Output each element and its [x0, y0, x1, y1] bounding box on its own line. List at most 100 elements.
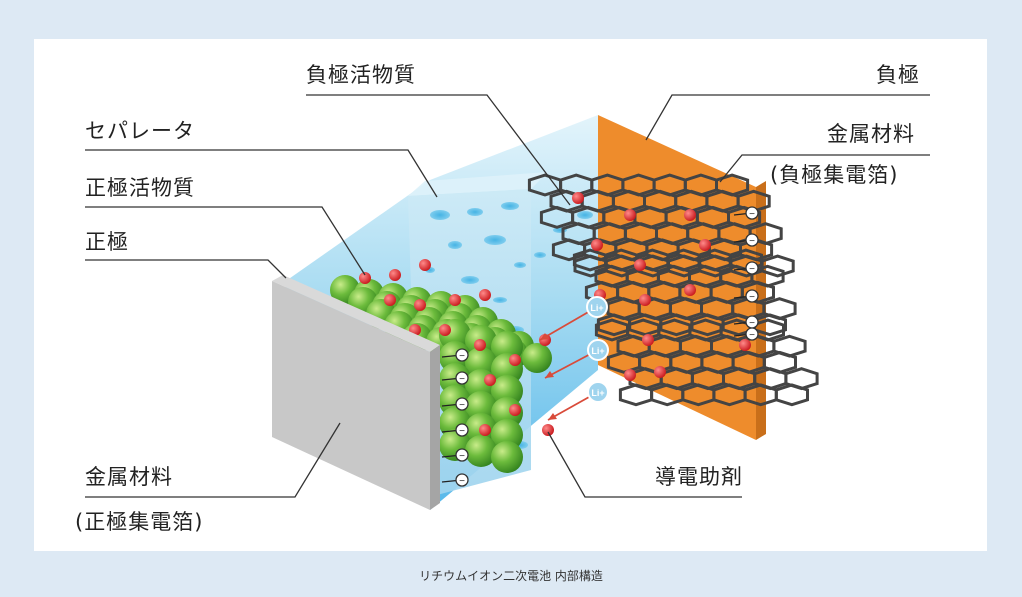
leader-separator [85, 149, 438, 198]
electron-symbol: − [459, 426, 465, 437]
electron-symbol: − [459, 374, 465, 385]
label-separator: セパレータ [85, 119, 195, 143]
conductive-dot [684, 284, 696, 296]
conductive-dot [684, 209, 696, 221]
conductive-dot [439, 324, 451, 336]
conductive-dot [449, 294, 461, 306]
lithium-ion-label: Li+ [590, 303, 603, 313]
positive-collector-top [272, 275, 440, 352]
label-negative-current-collector: (負極集電箔) [770, 163, 899, 187]
electron-symbol: − [749, 264, 755, 275]
active-material-sphere [491, 375, 523, 407]
figure-caption: リチウムイオン二次電池 内部構造 [419, 569, 603, 583]
conductive-dot [739, 339, 751, 351]
conductive-dot [479, 289, 491, 301]
negative-collector-front [598, 115, 756, 440]
active-material-sphere [491, 441, 523, 473]
conductive-dot [509, 354, 521, 366]
electron [745, 206, 759, 220]
active-material-sphere [491, 419, 523, 451]
separator-pore [493, 297, 507, 303]
leader-conductive-additive [547, 431, 742, 498]
separator-pore [484, 235, 506, 245]
conductive-dot [591, 239, 603, 251]
electron-symbol: − [459, 451, 465, 462]
conductive-dot [474, 339, 486, 351]
electron-symbol: − [749, 330, 755, 341]
conductive-dot [624, 369, 636, 381]
separator-pore [514, 262, 526, 268]
separator-pore [577, 211, 593, 219]
conductive-dot [389, 269, 401, 281]
graphite-hexagon [618, 383, 654, 407]
label-negative-active-material: 負極活物質 [306, 63, 416, 87]
label-negative-electrode: 負極 [876, 63, 920, 87]
electron-symbol: − [749, 236, 755, 247]
positive-collector-edge [430, 345, 440, 510]
leader-metal-pos [85, 422, 341, 498]
electron [455, 423, 469, 437]
label-positive-current-collector: (正極集電箔) [75, 510, 204, 534]
electron [455, 448, 469, 462]
active-material-sphere [522, 343, 552, 373]
conductive-dot [539, 334, 551, 346]
conductive-dot [384, 294, 396, 306]
leader-negative-electrode [645, 94, 930, 141]
electron [745, 233, 759, 247]
electron-symbol: − [459, 400, 465, 411]
electron [745, 261, 759, 275]
leader-lines [85, 94, 930, 498]
active-material-sphere [465, 347, 497, 379]
conductive-dot [699, 239, 711, 251]
conductive-dot [639, 294, 651, 306]
electron [745, 289, 759, 303]
lithium-ion-label: Li+ [591, 388, 604, 398]
separator-pore [501, 202, 519, 210]
electrons: −−−−−−−−−−−− [441, 206, 759, 487]
graphite-hexagon [774, 383, 809, 407]
active-material-sphere [465, 435, 497, 467]
electron-symbol: − [749, 318, 755, 329]
separator-top [408, 172, 548, 196]
conductive-dot [509, 404, 521, 416]
electron [745, 327, 759, 341]
separator-pore [430, 210, 450, 220]
label-metal-material-positive: 金属材料 [85, 465, 173, 489]
lithium-ion [586, 296, 608, 318]
conductive-dot [542, 424, 554, 436]
leader-metal-neg [719, 154, 930, 183]
conductive-dot [654, 366, 666, 378]
leader-positive-electrode [85, 259, 287, 279]
negative-collector-side [756, 181, 766, 440]
electron-symbol: − [459, 351, 465, 362]
separator-pore [467, 208, 483, 216]
lithium-ion-label: Li+ [591, 346, 604, 356]
label-positive-active-material: 正極活物質 [85, 176, 195, 200]
ion-arrowhead [540, 333, 549, 340]
separator-pore [534, 252, 546, 258]
leader-positive-active-material [85, 206, 366, 276]
label-conductive-additive: 導電助剤 [655, 465, 743, 489]
ion-arrowhead [548, 413, 557, 420]
lithium-ion [587, 381, 609, 403]
conductive-additive-dots [359, 192, 751, 436]
ion-arrowhead [545, 371, 554, 378]
conductive-dot [484, 374, 496, 386]
conductive-dot [414, 299, 426, 311]
conductive-dot [642, 334, 654, 346]
label-positive-electrode: 正極 [85, 230, 129, 254]
electron-symbol: − [749, 292, 755, 303]
separator-pore [461, 276, 479, 284]
electron-symbol: − [459, 476, 465, 487]
electron [455, 348, 469, 362]
conductive-dot [479, 424, 491, 436]
active-material-sphere [465, 391, 497, 423]
conductive-dot [419, 259, 431, 271]
conductive-dot [634, 259, 646, 271]
lithium-ion [587, 339, 609, 361]
positive-collector-front [272, 281, 430, 510]
lithium-ions: Li+ Li+ Li+ [539, 296, 609, 421]
conductive-dot [572, 192, 584, 204]
label-metal-material-negative: 金属材料 [827, 122, 915, 146]
